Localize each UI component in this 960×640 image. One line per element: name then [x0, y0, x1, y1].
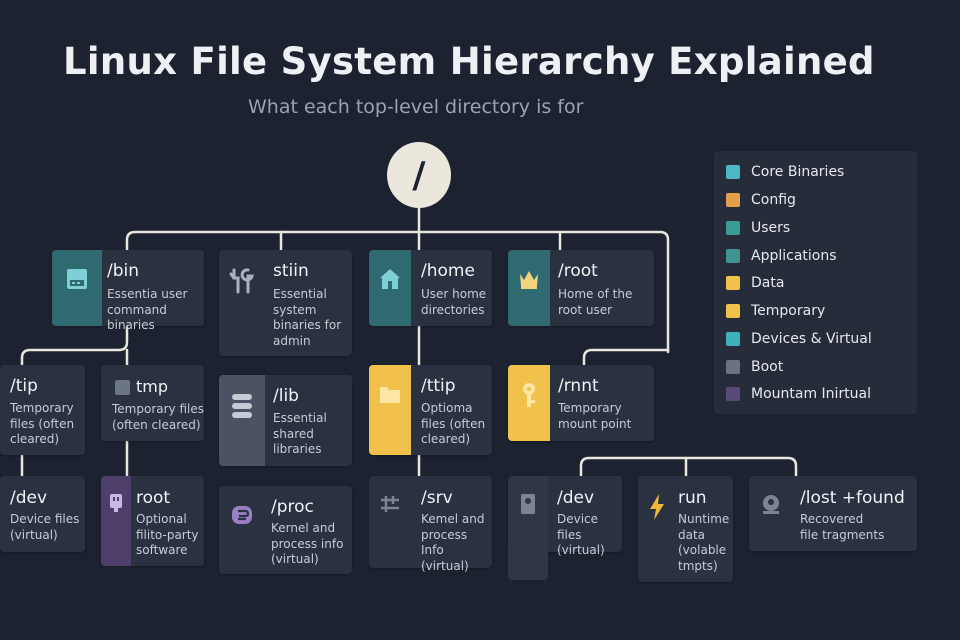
legend-item: Devices & Virtual — [726, 329, 872, 349]
house-icon — [380, 269, 400, 289]
legend-label: Applications — [751, 248, 837, 264]
key-icon — [523, 383, 535, 407]
node-name: /rnnt — [558, 376, 599, 396]
legend-item: Temporary — [726, 301, 825, 321]
legend-label: Data — [751, 275, 785, 291]
legend-item: Boot — [726, 357, 783, 377]
node-dev-right[interactable]: /dev Device files(virtual) — [508, 476, 622, 580]
node-name: root — [136, 488, 171, 508]
node-name: run — [678, 488, 707, 508]
node-desc: Device files(virtual) — [10, 512, 80, 542]
box-icon — [115, 380, 130, 395]
legend-label: Core Binaries — [751, 164, 845, 180]
node-name: tmp — [136, 377, 169, 396]
server-icon — [381, 496, 399, 512]
usb-icon — [110, 494, 122, 512]
legend-label: Mountam Inirtual — [751, 386, 872, 402]
bolt-icon — [650, 494, 664, 520]
legend-swatch — [726, 304, 740, 318]
node-name: /ttip — [421, 376, 456, 396]
terminal-icon — [67, 269, 87, 289]
legend-label: Config — [751, 192, 796, 208]
legend-label: Devices & Virtual — [751, 331, 872, 347]
node-tmp[interactable]: tmp Temporary files(often cleared) — [101, 365, 204, 441]
legend-swatch — [726, 332, 740, 346]
legend-item: Core Binaries — [726, 162, 844, 182]
diagram-title: Linux File System Hierarchy Explained — [63, 40, 875, 83]
legend-swatch — [726, 221, 740, 235]
node-name: /dev — [10, 488, 48, 508]
legend-item: Applications — [726, 246, 837, 266]
legend-swatch — [726, 387, 740, 401]
node-name: /bin — [107, 261, 140, 281]
node-name: stiin — [273, 261, 309, 281]
node-name: /dev — [557, 488, 595, 508]
legend-label: Boot — [751, 359, 784, 375]
legend-swatch — [726, 165, 740, 179]
recovery-icon — [763, 495, 779, 514]
legend-item: Mountam Inirtual — [726, 384, 871, 404]
root-directory-node[interactable]: / — [387, 142, 451, 208]
legend-swatch — [726, 249, 740, 263]
node-name: /lib — [273, 386, 299, 406]
node-name: /home — [421, 261, 475, 281]
node-name: /root — [558, 261, 598, 281]
root-label: / — [412, 154, 426, 196]
node-name: /proc — [271, 497, 314, 517]
legend-panel: Core Binaries Config Users Applications … — [714, 151, 917, 414]
legend-item: Config — [726, 190, 796, 210]
node-name: /lost +found — [800, 488, 905, 508]
tools-icon — [229, 268, 254, 294]
node-name: /tip — [10, 376, 38, 396]
crown-icon — [520, 271, 538, 289]
legend-label: Users — [751, 220, 791, 236]
legend-swatch — [726, 276, 740, 290]
folder-icon — [380, 387, 400, 403]
node-dev-left[interactable]: /dev Device files(virtual) — [0, 476, 85, 552]
node-name: /srv — [421, 488, 453, 508]
node-desc: Device files(virtual) — [557, 512, 605, 557]
legend-item: Users — [726, 218, 790, 238]
legend-item: Data — [726, 273, 784, 293]
diagram-subtitle: What each top-level directory is for — [248, 96, 584, 118]
legend-swatch — [726, 193, 740, 207]
process-icon — [232, 506, 252, 524]
device-icon — [521, 494, 535, 514]
legend-label: Temporary — [751, 303, 826, 319]
stack-icon — [232, 394, 252, 418]
legend-swatch — [726, 360, 740, 374]
node-desc: Temporary files(often cleared) — [112, 402, 204, 432]
